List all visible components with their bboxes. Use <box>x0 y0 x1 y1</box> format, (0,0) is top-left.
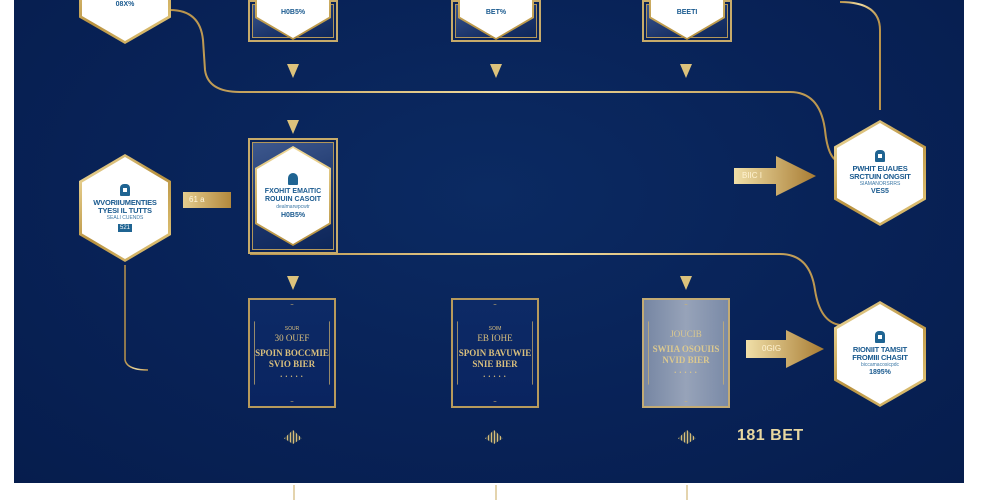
card-title-line1: SPOIN BAVUWIE <box>458 347 532 358</box>
node-title-line2: SRCTUIN ONGSIT <box>849 172 911 181</box>
left-tag: 61 a <box>183 192 231 208</box>
cake-icon <box>875 150 885 162</box>
card-value: H0B5% <box>280 9 306 16</box>
card-subtitle: dealmarwpcwtr <box>276 203 310 210</box>
card-ornament <box>254 304 330 402</box>
bottom-card-2[interactable]: SOIM EB IOHE SPOIN BAVUWIE SNIE BIER • •… <box>451 298 539 408</box>
top-card-1[interactable]: H0B5% <box>248 0 338 42</box>
lock-icon <box>288 172 298 185</box>
card-value: H0B5% <box>280 211 306 219</box>
card-dots: • • • • • <box>674 370 698 376</box>
card-value: BET% <box>485 9 507 16</box>
node-value: VES5 <box>871 188 889 195</box>
card-title-line1: SWIIA OSOUIIS <box>652 344 720 354</box>
node-value: 1895% <box>869 369 891 376</box>
bottom-card-3[interactable]: JOUCIB SWIIA OSOUIIS NVID BIER • • • • • <box>642 298 730 408</box>
node-title-line1: PWHIT EUAUES <box>852 164 908 173</box>
right-hex-node-top[interactable]: PWHIT EUAUES SRCTUIN ONGSIT SIAMANORSRRS… <box>834 120 926 226</box>
node-badge: 521 <box>117 224 132 232</box>
card-value: BEETI <box>676 9 698 16</box>
card-dots: • • • • • <box>483 373 507 380</box>
card-title-line2: NVID BIER <box>662 355 710 365</box>
card-heading: EB IOHE <box>477 332 513 343</box>
card-title-line1: FXOHIT EMAITIC <box>264 187 322 195</box>
card-heading: JOUCIB <box>670 329 702 339</box>
node-title-line2: TYESI IL TUTTS <box>98 206 152 215</box>
node-subtitle: biccamacosicpdc <box>860 362 900 368</box>
card-title-line2: SVIO BIER <box>268 358 316 369</box>
card-dots: • • • • • <box>280 373 304 380</box>
top-card-2[interactable]: BET% <box>451 0 541 42</box>
node-title-line1: WVORIIUMENTIES <box>93 198 157 207</box>
card-eyebrow: SOUR <box>284 325 300 332</box>
card-eyebrow: SOIM <box>488 325 502 332</box>
center-card[interactable]: FXOHIT EMAITIC ROUUIN CASOIT dealmarwpcw… <box>248 138 338 254</box>
node-subtitle: SIAMANORSRRS <box>859 181 901 187</box>
card-ornament <box>457 304 533 402</box>
node-value: 08X% <box>115 1 135 8</box>
node-title-line2: FROMIII CHASIT <box>852 353 908 362</box>
brand-label: 181 BET <box>737 427 804 444</box>
card-title-line2: ROUUIN CASOIT <box>265 195 321 203</box>
card-heading: 30 OUEF <box>274 332 310 343</box>
top-card-3[interactable]: BEETI <box>642 0 732 42</box>
right-tag-bottom: 0GIG <box>762 344 782 353</box>
robot-icon <box>875 331 885 343</box>
card-ornament <box>648 304 724 402</box>
bottom-card-1[interactable]: SOUR 30 OUEF SPOIN BOCCMIE SVIO BIER • •… <box>248 298 336 408</box>
node-subtitle: SEALI CUENDS <box>106 215 144 221</box>
card-title-line2: SNIE BIER <box>472 358 518 369</box>
node-title-line1: RIONIIT TAMSIT <box>852 345 908 354</box>
lock-icon <box>120 184 130 196</box>
right-tag-top: BIIC I <box>742 171 763 180</box>
card-title-line1: SPOIN BOCCMIE <box>255 347 329 358</box>
